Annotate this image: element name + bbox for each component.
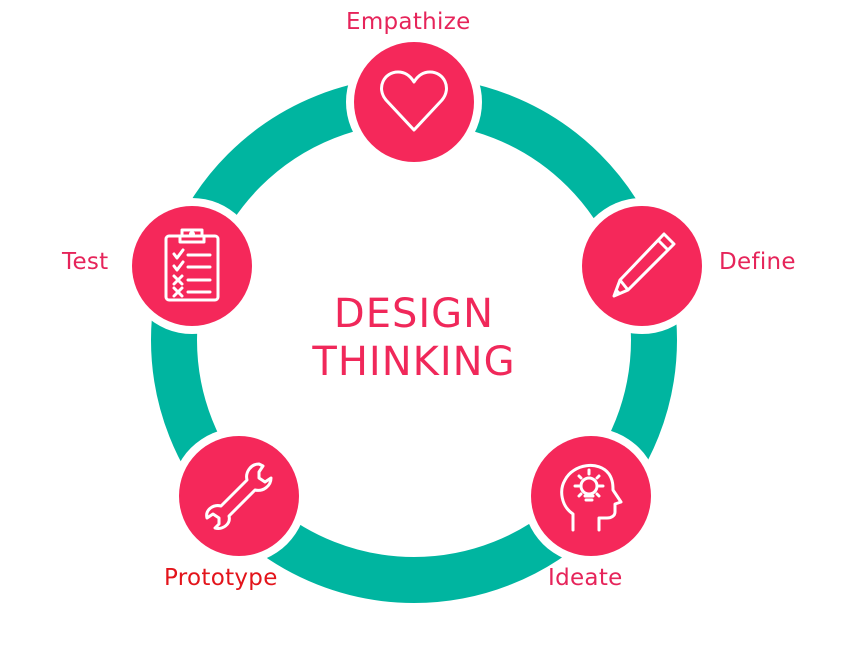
stage-define <box>582 206 702 326</box>
stage-label-prototype: Prototype <box>164 565 278 591</box>
clipboard-checklist-icon <box>164 228 220 302</box>
heart-icon <box>380 70 448 132</box>
stage-ideate <box>531 436 651 556</box>
diagram-title: DESIGN THINKING <box>264 290 564 386</box>
stage-prototype <box>179 436 299 556</box>
stage-label-empathize: Empathize <box>346 9 471 35</box>
stage-label-test: Test <box>62 249 109 275</box>
title-line-2: THINKING <box>312 339 516 385</box>
stage-label-define: Define <box>719 249 796 275</box>
pencil-icon <box>612 232 676 298</box>
stage-label-ideate: Ideate <box>548 565 623 591</box>
stage-test <box>132 206 252 326</box>
stage-empathize <box>354 42 474 162</box>
title-line-1: DESIGN <box>333 291 495 337</box>
wrench-icon <box>205 462 273 530</box>
head-lightbulb-icon <box>560 464 623 532</box>
